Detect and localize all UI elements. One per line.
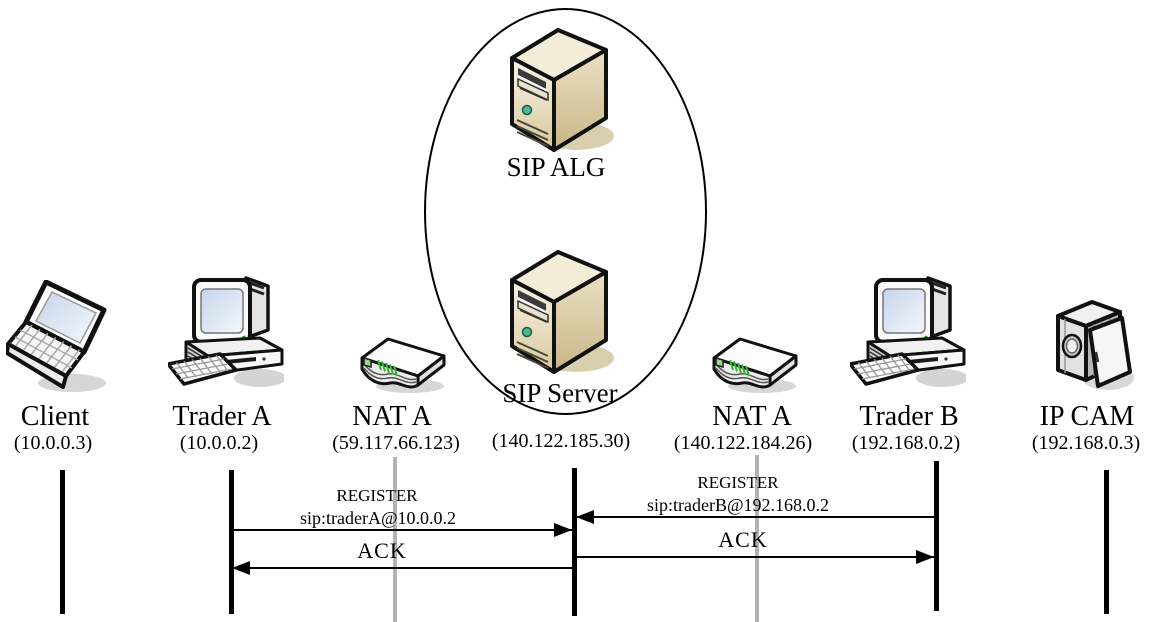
node-label-ip-cam: IP CAM [1039,401,1135,432]
lifeline-client [60,470,65,614]
desktop-computer-icon [168,276,284,387]
node-ip-sip-server: (140.122.185.30) [491,430,631,452]
node-label-trader-b: Trader B [859,401,959,432]
node-ip-nat-a-left: (59.117.66.123) [332,432,460,454]
ack-b-label: ACK [718,527,768,552]
lifeline-trader-b [934,461,939,611]
server-cluster-ellipse [424,8,707,415]
desktop-computer-icon [850,276,966,387]
register-b-uri: sip:traderB@192.168.0.2 [646,495,830,515]
server-tower-icon [510,250,614,374]
node-ip-trader-b: (192.168.0.2) [851,432,961,454]
laptop-icon [6,280,107,392]
register-a-arrow [234,529,572,531]
node-ip-nat-a-right: (140.122.184.26) [673,432,813,454]
node-ip-ip-cam: (192.168.0.3) [1031,432,1141,454]
lifeline-ip-cam [1104,470,1109,614]
lifeline-sip-server [572,468,577,616]
ack-b-arrow [577,556,934,558]
node-ip-client: (10.0.0.3) [13,432,93,454]
register-b-arrow [577,516,934,518]
register-b-label: REGISTER [697,473,779,492]
arrowhead-right-icon [554,523,572,537]
server-tower-icon [510,28,614,152]
node-ip-trader-a: (10.0.0.2) [179,432,259,454]
lifeline-nat-a-left [393,457,397,622]
router-icon [712,337,798,393]
ack-a-label: ACK [357,538,407,563]
register-a-uri: sip:traderA@10.0.0.2 [299,508,457,528]
ack-a-arrow [234,567,572,569]
arrowhead-left-icon [232,561,250,575]
node-label-client: Client [20,401,90,432]
node-label-nat-a-left: NAT A [352,401,432,432]
arrowhead-left-icon [576,510,594,524]
arrowhead-right-icon [916,550,934,564]
lifeline-nat-a-right [755,455,759,622]
node-label-nat-a-right: NAT A [712,401,792,432]
lifeline-trader-a [229,470,234,614]
ip-camera-icon [1056,300,1134,390]
register-a-label: REGISTER [336,486,418,505]
node-label-trader-a: Trader A [172,401,272,432]
router-icon [360,337,446,393]
node-label-sip-server: SIP Server [502,378,618,408]
node-label-sip-alg: SIP ALG [506,152,606,182]
